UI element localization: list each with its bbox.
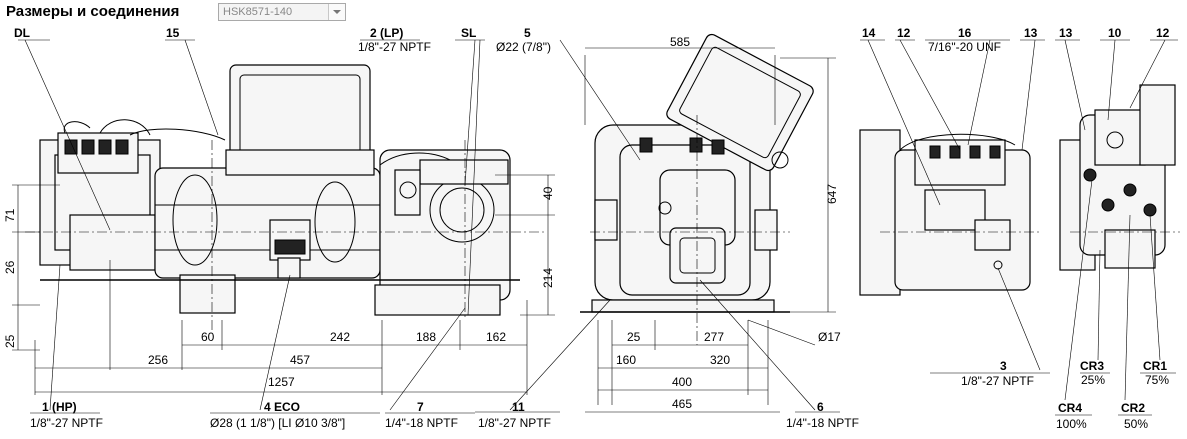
- callout-12b: 12: [1156, 26, 1170, 40]
- model-select[interactable]: HSK8571-140: [218, 3, 346, 21]
- callout-16-spec: 7/16"-20 UNF: [928, 40, 1001, 54]
- callout-10: 10: [1108, 26, 1122, 40]
- side-view-dimensions: [12, 39, 555, 414]
- dim-71: 71: [3, 208, 17, 222]
- dim-25: 25: [3, 334, 17, 348]
- callout-11-spec: 1/8"-27 NPTF: [478, 416, 551, 430]
- right-side-view-leaders: [860, 39, 1050, 374]
- end-view: [1059, 84, 1180, 271]
- callout-15: 15: [166, 26, 180, 40]
- dim-17: Ø17: [818, 330, 841, 344]
- callout-3-spec: 1/8"-27 NPTF: [961, 374, 1034, 388]
- dim-214: 214: [541, 268, 555, 288]
- front-view: [580, 33, 814, 345]
- right-side-view: [859, 129, 1040, 296]
- dim-25-front: 25: [627, 330, 641, 344]
- dim-162: 162: [486, 330, 506, 344]
- callout-5-spec: Ø22 (7/8"): [496, 40, 551, 54]
- dim-585: 585: [670, 35, 690, 49]
- callout-4-spec: Ø28 (1 1/8") [LI Ø10 3/8"]: [210, 416, 345, 430]
- callout-7-spec: 1/4"-18 NPTF: [385, 416, 458, 430]
- callout-13b: 13: [1059, 26, 1073, 40]
- callout-cr2-number: CR2: [1121, 401, 1145, 415]
- dim-60: 60: [201, 330, 215, 344]
- end-view-leaders: [1055, 39, 1178, 416]
- dim-26: 26: [3, 260, 17, 274]
- dimension-labels: 71 26 25 60 256 242 188 162 457 1257 40 …: [3, 35, 841, 411]
- dim-1257: 1257: [268, 375, 295, 389]
- dim-40: 40: [541, 186, 555, 200]
- dim-457: 457: [290, 353, 310, 367]
- callout-cr4-value: 100%: [1056, 417, 1087, 431]
- dim-400: 400: [672, 375, 692, 389]
- dim-647: 647: [825, 184, 839, 204]
- callout-cr1-number: CR1: [1143, 359, 1167, 373]
- callout-3-number: 3: [1000, 359, 1007, 373]
- callout-4-number: 4 ECO: [264, 400, 300, 414]
- callout-labels: DL 15 2 (LP) 1/8"-27 NPTF SL 5 Ø22 (7/8"…: [14, 26, 1170, 431]
- callout-2-spec: 1/8"-27 NPTF: [358, 40, 431, 54]
- callout-5-number: 5: [524, 26, 531, 40]
- callout-cr2-value: 50%: [1124, 417, 1148, 431]
- dim-188: 188: [416, 330, 436, 344]
- callout-cr3-value: 25%: [1081, 373, 1105, 387]
- callout-11-number: 11: [512, 400, 525, 414]
- dim-465: 465: [672, 397, 692, 411]
- callout-6-spec: 1/4"-18 NPTF: [786, 416, 859, 430]
- page-title: Размеры и соединения: [6, 3, 180, 20]
- callout-2-number: 2 (LP): [370, 26, 403, 40]
- front-view-dimensions: [475, 39, 840, 413]
- dim-242: 242: [330, 330, 350, 344]
- callout-16-number: 16: [958, 26, 972, 40]
- callout-cr4-number: CR4: [1058, 401, 1082, 415]
- callout-14: 14: [862, 26, 876, 40]
- callout-12a: 12: [897, 26, 911, 40]
- chevron-down-icon[interactable]: [328, 4, 345, 20]
- dim-320: 320: [710, 353, 730, 367]
- side-view: [25, 64, 545, 330]
- callout-1-spec: 1/8"-27 NPTF: [30, 416, 103, 430]
- callout-1-number: 1 (HP): [42, 400, 77, 414]
- callout-cr1-value: 75%: [1145, 373, 1169, 387]
- callout-cr3-number: CR3: [1080, 359, 1104, 373]
- callout-7-number: 7: [417, 400, 424, 414]
- callout-dl: DL: [14, 26, 30, 40]
- dim-256: 256: [148, 353, 168, 367]
- model-select-value: HSK8571-140: [223, 6, 293, 18]
- dim-160: 160: [616, 353, 636, 367]
- callout-sl: SL: [461, 26, 476, 40]
- callout-6-number: 6: [817, 400, 824, 414]
- callout-13a: 13: [1024, 26, 1038, 40]
- dim-277: 277: [704, 330, 724, 344]
